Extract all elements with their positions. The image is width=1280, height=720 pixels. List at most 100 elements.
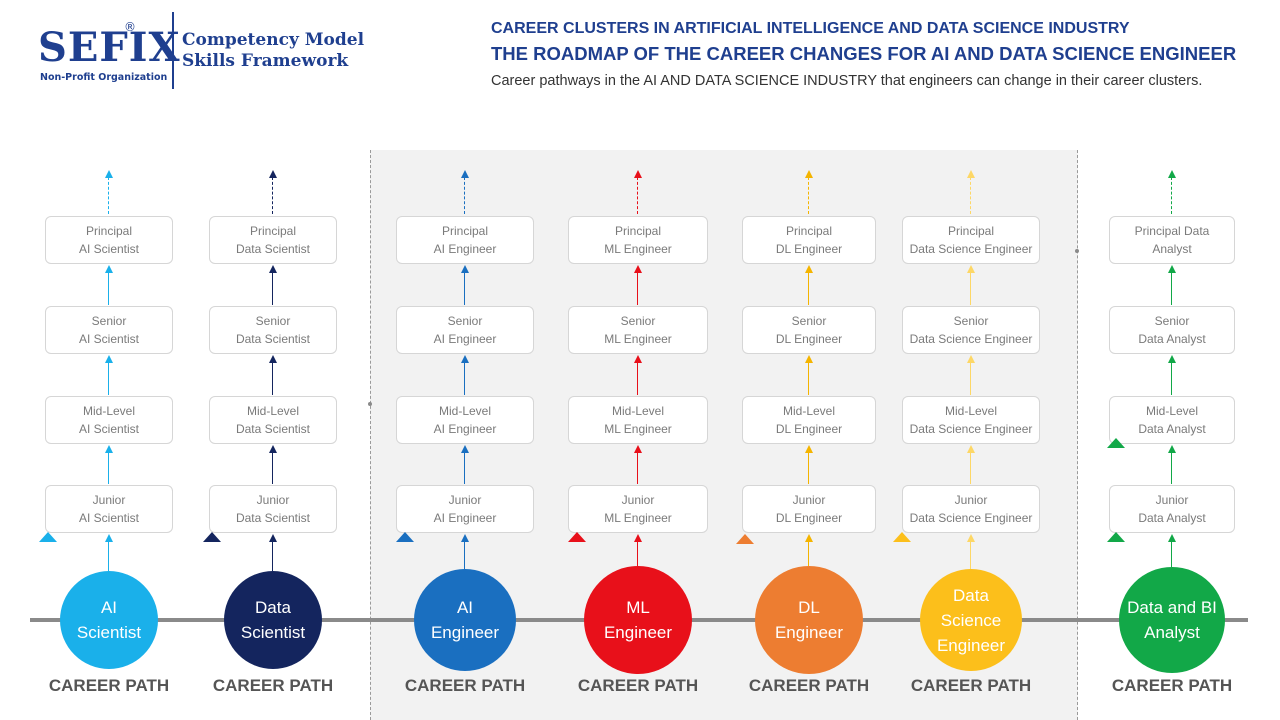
level-label-line: AI Scientist [78, 511, 140, 525]
level-label-line: Mid-Level [944, 404, 998, 418]
arrow-shaft [808, 177, 809, 214]
level-label-line: Mid-Level [82, 404, 136, 418]
path-1-career-path-label: CAREER PATH [48, 676, 170, 695]
level-label-line: Data Science Engineer [909, 242, 1033, 256]
arrow-head-icon [269, 170, 277, 178]
level-label-line: Junior [1155, 493, 1189, 507]
level-label-line: Data Scientist [235, 242, 311, 256]
arrow-head-icon [105, 534, 113, 542]
level-label-line: Mid-Level [438, 404, 492, 418]
arrow-head-icon [269, 445, 277, 453]
path-3-career-path-label: CAREER PATH [404, 676, 526, 695]
level-label-line: Data Science Engineer [909, 332, 1033, 346]
logo-wordmark: SEFIX [38, 24, 181, 71]
path-1-triangle-marker-icon [39, 532, 57, 542]
career-name-line: Analyst [1144, 623, 1200, 642]
arrow-head-icon [634, 265, 642, 273]
arrow-shaft [464, 177, 465, 214]
arrow-shaft [970, 272, 971, 305]
arrow-head-icon [967, 355, 975, 363]
arrow-head-icon [805, 265, 813, 273]
level-label-line: DL Engineer [775, 332, 843, 346]
path-7-triangle-marker-icon [1107, 532, 1125, 542]
level-label-line: AI Engineer [433, 511, 497, 525]
path-3-triangle-marker-icon [396, 532, 414, 542]
level-label-line: AI Engineer [433, 332, 497, 346]
arrow-shaft [272, 177, 273, 214]
level-label-line: Junior [92, 493, 126, 507]
arrow-shaft [637, 452, 638, 484]
level-label-line: Principal [85, 224, 133, 238]
level-label-line: Data Science Engineer [909, 511, 1033, 525]
arrow-head-icon [105, 170, 113, 178]
arrow-head-icon [461, 355, 469, 363]
arrow-head-icon [105, 355, 113, 363]
path-6-triangle-marker-icon [893, 532, 911, 542]
level-label-line: DL Engineer [775, 242, 843, 256]
path-4-triangle-marker-icon [568, 532, 586, 542]
arrow-shaft [1171, 272, 1172, 305]
arrow-head-icon [105, 265, 113, 273]
arrow-head-icon [967, 265, 975, 273]
path-5-level-box: Junior DL Engineer [742, 485, 876, 533]
arrow-shaft [464, 452, 465, 484]
level-label-line: Junior [792, 493, 826, 507]
arrow-shaft [108, 541, 109, 571]
level-label-line: Senior [953, 314, 989, 328]
level-label-line: AI Engineer [433, 422, 497, 436]
arrow-shaft [272, 541, 273, 571]
level-label-line: AI Scientist [78, 332, 140, 346]
level-label-line: ML Engineer [604, 242, 672, 256]
arrow-head-icon [1168, 445, 1176, 453]
arrow-head-icon [634, 534, 642, 542]
arrow-head-icon [967, 534, 975, 542]
arrow-shaft [637, 272, 638, 305]
level-label-line: Data Science Engineer [909, 422, 1033, 436]
path-4-career-path-label: CAREER PATH [577, 676, 699, 695]
arrow-head-icon [634, 355, 642, 363]
framework-line-1: Competency Model [182, 30, 365, 50]
career-name-line: Scientist [76, 623, 142, 642]
career-name-line: Engineer [430, 623, 500, 642]
path-2-career-path-label: CAREER PATH [212, 676, 334, 695]
arrow-shaft [108, 452, 109, 484]
arrow-shaft [808, 272, 809, 305]
arrow-shaft [970, 362, 971, 395]
level-label-line: Mid-Level [1145, 404, 1199, 418]
arrow-shaft [1171, 541, 1172, 567]
arrow-shaft [272, 452, 273, 484]
arrow-head-icon [805, 355, 813, 363]
path-3-level-box: Mid-Level AI Engineer [396, 396, 534, 444]
level-label-line: Senior [620, 314, 656, 328]
framework-line-2: Skills Framework [182, 51, 349, 71]
arrow-head-icon [461, 534, 469, 542]
arrow-head-icon [269, 355, 277, 363]
path-6-career-path-label: CAREER PATH [910, 676, 1032, 695]
arrow-shaft [1171, 452, 1172, 484]
arrow-head-icon [1168, 265, 1176, 273]
career-name-line: Engineer [774, 623, 844, 642]
level-label-line: DL Engineer [775, 511, 843, 525]
arrow-head-icon [1168, 534, 1176, 542]
level-label-line: Data Scientist [235, 332, 311, 346]
arrow-shaft [1171, 362, 1172, 395]
arrow-head-icon [461, 170, 469, 178]
